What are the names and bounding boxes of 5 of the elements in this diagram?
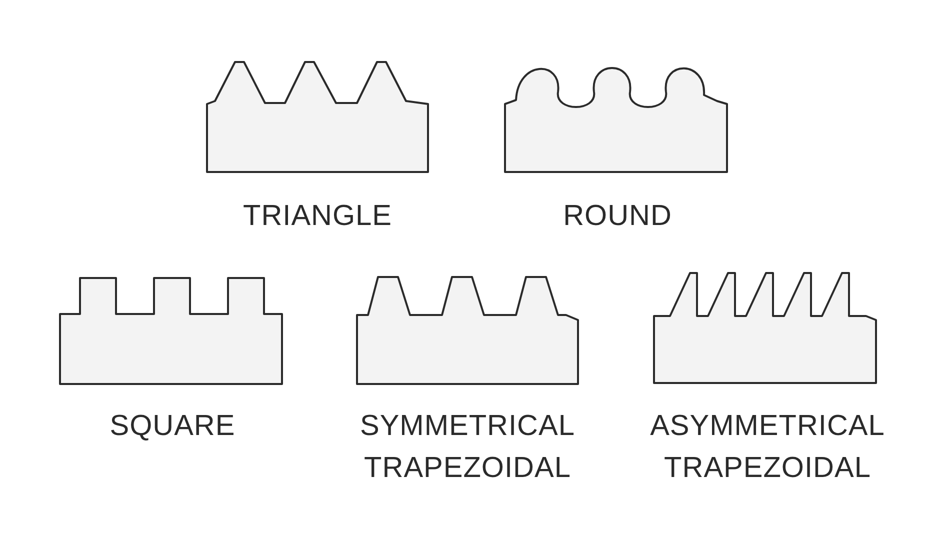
profile-caption: TRIANGLE [242,199,394,234]
profile-caption: SYMMETRICAL TRAPEZOIDAL [359,409,576,486]
profile-caption: ROUND [562,199,673,234]
profile-caption: ASYMMETRICAL TRAPEZOIDAL [649,409,886,486]
profile-caption: SQUARE [108,409,236,444]
